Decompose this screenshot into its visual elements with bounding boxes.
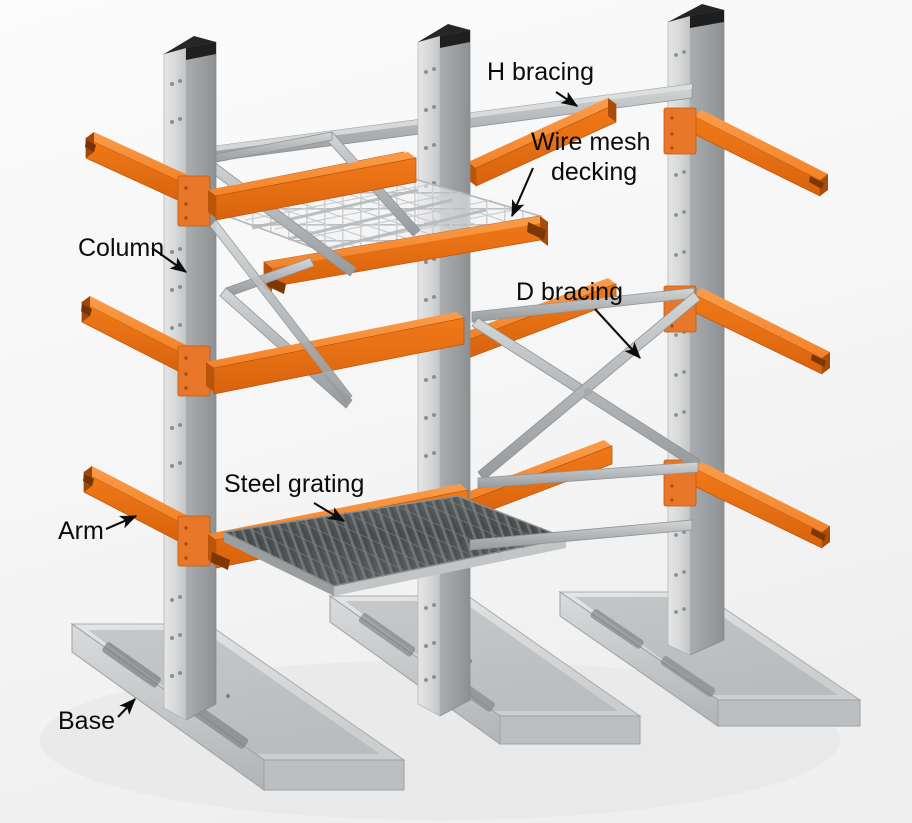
callout-label-wire-mesh-line2: decking <box>551 158 637 186</box>
front-left-lower-diagonal <box>209 219 353 403</box>
callout-leaders <box>105 91 641 718</box>
callout-label-wire-mesh-decking: Wire mesh decking <box>531 128 650 186</box>
arm-front-left-bottom <box>83 466 188 543</box>
arm-back-right-middle <box>693 288 830 375</box>
leader-d-bracing <box>594 308 641 359</box>
callout-label-arm: Arm <box>58 517 104 545</box>
callout-label-base: Base <box>58 707 115 735</box>
leader-h-bracing <box>555 91 579 107</box>
arm-front-left-shelf-top <box>208 152 417 221</box>
callout-label-h-bracing: H bracing <box>487 58 594 86</box>
column-middle <box>417 24 471 717</box>
leader-steel-grating <box>313 502 346 522</box>
leader-arm <box>105 515 138 530</box>
arm-back-right-top <box>693 110 828 197</box>
callout-label-column: Column <box>78 234 164 262</box>
arm-bracket-front-left <box>177 175 211 567</box>
arm-back-right-bottom <box>693 462 830 549</box>
callout-label-wire-mesh-line1: Wire mesh <box>531 128 650 156</box>
leader-wire-mesh <box>511 167 534 218</box>
arm-front-left-shelf-middle <box>206 312 465 395</box>
arm-middle-right-top <box>468 98 617 187</box>
leader-column <box>151 247 188 273</box>
leader-base <box>117 698 136 718</box>
base-beam-middle <box>328 595 642 745</box>
callout-label-steel-grating: Steel grating <box>224 470 364 498</box>
d-bracing-lower-horizontal <box>477 461 699 489</box>
callout-label-d-bracing: D bracing <box>516 278 623 306</box>
h-bracing-lower <box>469 519 693 551</box>
